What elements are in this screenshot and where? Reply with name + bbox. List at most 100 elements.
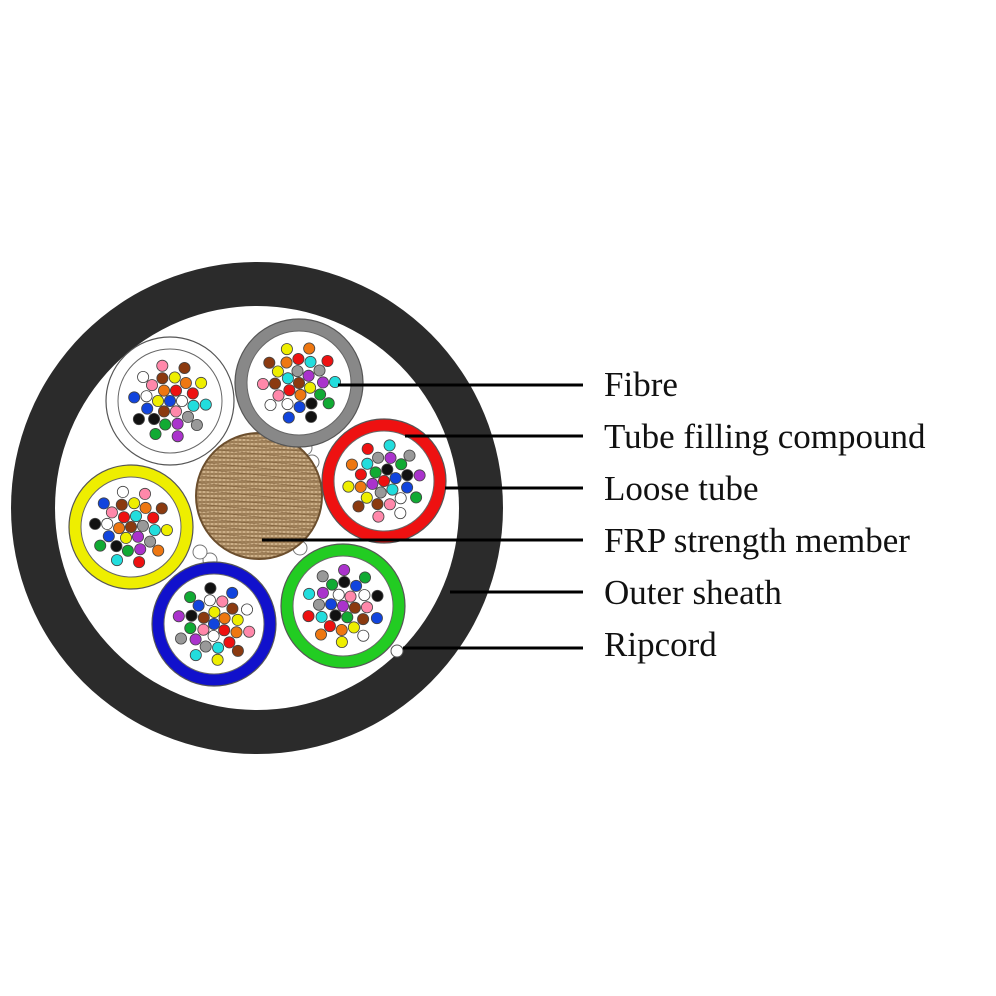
- loose-tube: [105, 336, 235, 466]
- fibre-dot: [105, 506, 118, 519]
- fibre-dot: [314, 628, 327, 641]
- fibre-dot: [293, 400, 306, 413]
- fibre-dot: [374, 486, 387, 499]
- fibre-dot: [169, 384, 182, 397]
- fibre-dot: [240, 603, 253, 616]
- fibre-dot: [207, 618, 220, 631]
- fibre-dot: [342, 480, 355, 493]
- fibre-dot: [360, 601, 373, 614]
- fibre-dot: [369, 466, 382, 479]
- fibre-dot: [192, 599, 205, 612]
- fibre-dot: [401, 469, 414, 482]
- fibre-dot: [160, 524, 173, 537]
- fibre-dot: [302, 369, 315, 382]
- fibre-dot: [329, 609, 342, 622]
- fibre-dot: [325, 598, 338, 611]
- fibre-dot: [223, 636, 236, 649]
- fibre-dot: [139, 501, 152, 514]
- fibre-dot: [291, 365, 304, 378]
- fibre-dot: [280, 343, 293, 356]
- fibre-dot: [304, 355, 317, 368]
- fibre-dot: [264, 398, 277, 411]
- fibre-dot: [133, 556, 146, 569]
- loose-tube-ring: [322, 419, 446, 543]
- fibre-dot: [128, 497, 141, 510]
- fibre-dot: [156, 359, 169, 372]
- label-frp-strength-member: FRP strength member: [604, 521, 910, 560]
- fibre-dot: [185, 609, 198, 622]
- fibre-dot: [97, 497, 110, 510]
- fibre-dot: [141, 402, 154, 415]
- fibre-dot: [361, 457, 374, 470]
- fibre-dot: [303, 587, 316, 600]
- fibre-dot: [401, 481, 414, 494]
- fibre-dot: [226, 602, 239, 615]
- fibre-dot: [101, 517, 114, 530]
- fibre-dot: [159, 418, 172, 431]
- frp-weave-line: [196, 474, 322, 490]
- fibre-dot: [315, 610, 328, 623]
- loose-tube-ring: [106, 337, 234, 465]
- fibre-dot: [294, 388, 307, 401]
- loose-tube-ring: [235, 319, 363, 447]
- fibre-dot: [113, 522, 126, 535]
- fibre-dot: [216, 595, 229, 608]
- fibre-dot: [372, 510, 385, 523]
- fibre-dot: [348, 601, 361, 614]
- fibre-dot: [303, 342, 316, 355]
- fibre-dot: [157, 384, 170, 397]
- frp-weave-line: [196, 509, 322, 525]
- fibre-dot: [316, 586, 329, 599]
- fibre-dot: [321, 354, 334, 367]
- fibre-dot: [125, 521, 138, 534]
- fibre-dot: [178, 361, 191, 374]
- fibre-dot: [189, 633, 202, 646]
- fibre-dot: [263, 356, 276, 369]
- fibre-dot: [350, 579, 363, 592]
- fibre-dot: [328, 375, 341, 388]
- fibre-dot: [381, 463, 394, 476]
- fibre-dot: [371, 498, 384, 511]
- fibre-dot: [218, 624, 231, 637]
- fibre-dot: [231, 613, 244, 626]
- loose-tube-outline: [105, 336, 235, 466]
- loose-tube-ring: [281, 544, 405, 668]
- fibre-dot: [358, 589, 371, 602]
- fibre-dot: [305, 397, 318, 410]
- frp-weave-line: [196, 502, 322, 518]
- fibre-dot: [181, 410, 194, 423]
- label-outer-sheath: Outer sheath: [604, 573, 782, 612]
- fibre-dot: [283, 384, 296, 397]
- fibre-dot: [394, 492, 407, 505]
- fibre-dot: [134, 543, 147, 556]
- fibre-dot: [335, 636, 348, 649]
- fibre-dot: [147, 511, 160, 524]
- fibre-dot: [304, 381, 317, 394]
- loose-tube: [68, 464, 194, 590]
- loose-tube-outline: [280, 543, 406, 669]
- fibre-dot: [136, 519, 149, 532]
- fibre-dot: [361, 442, 374, 455]
- fibre-dot: [335, 624, 348, 637]
- label-tube-filling-compound: Tube filling compound: [604, 417, 926, 456]
- fibre-dot: [184, 591, 197, 604]
- fibre-dot: [175, 394, 188, 407]
- loose-tube-outline: [151, 561, 277, 687]
- fibre-dot: [189, 649, 202, 662]
- loose-tubes: [68, 318, 447, 687]
- fibre-dot: [386, 483, 399, 496]
- loose-tube-outline: [321, 418, 447, 544]
- fibre-dot: [292, 352, 305, 365]
- fibre-dot: [204, 582, 217, 595]
- fibre-dot: [152, 544, 165, 557]
- fibre-dot: [384, 451, 397, 464]
- fibre-dot: [144, 535, 157, 548]
- label-ripcord: Ripcord: [604, 625, 717, 664]
- fibre-dot: [322, 397, 335, 410]
- fibre-dot: [413, 469, 426, 482]
- fibre-dot: [358, 571, 371, 584]
- fibre-dot: [354, 480, 367, 493]
- fibre-dot: [208, 606, 221, 619]
- ripcord: [390, 644, 404, 658]
